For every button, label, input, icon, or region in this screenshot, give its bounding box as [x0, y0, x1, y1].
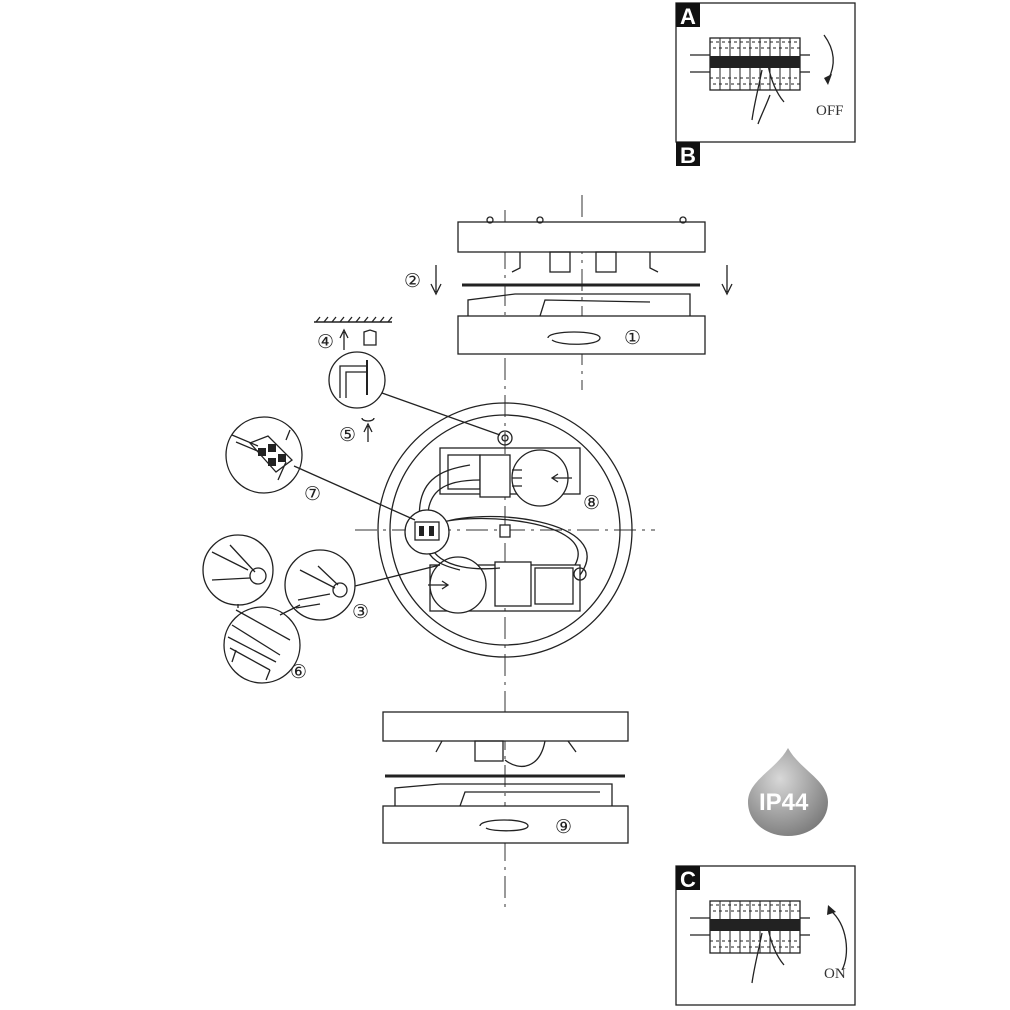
fixture-exploded-top	[430, 216, 733, 355]
panel-b-label: B	[680, 143, 696, 168]
wall-plug-icon	[363, 329, 377, 346]
step-3-label: ③	[352, 601, 369, 623]
step-4-label: ④	[317, 331, 334, 353]
down-arrow-icon	[721, 265, 733, 296]
step-8-label: ⑧	[583, 492, 600, 514]
bulb-icon	[504, 740, 546, 768]
panel-a-label-box	[676, 3, 700, 27]
switch-off-text: OFF	[816, 103, 844, 119]
down-arrow-icon	[430, 265, 442, 296]
step-1-label: ①	[624, 327, 641, 349]
panel-a-switch-off: A OFF	[675, 2, 856, 143]
step-2-label: ②	[404, 270, 421, 292]
turn-off-arrow-icon	[823, 34, 834, 81]
step-9-label: ⑨	[555, 816, 572, 838]
panel-c-switch-on: C ON	[675, 865, 856, 1006]
ip44-text: IP44	[759, 789, 809, 816]
ip44-badge: IP44	[748, 748, 828, 836]
fixture-exploded-bottom	[382, 711, 629, 844]
ceiling-mount-detail	[314, 316, 501, 442]
up-arrow-icon	[339, 328, 349, 350]
panel-c-label: C	[680, 867, 696, 892]
rotate-arrow-icon	[547, 331, 601, 345]
circuit-breaker-icon	[709, 37, 801, 91]
hand-icon	[751, 64, 785, 125]
panel-b-label-box	[676, 142, 700, 166]
switch-on-text: ON	[824, 966, 846, 982]
screw-icon	[363, 422, 373, 442]
rotate-arrow-icon	[479, 819, 529, 832]
step-5-label: ⑤	[339, 424, 356, 446]
panel-a-label: A	[680, 4, 696, 29]
screw-detail-circle	[328, 351, 386, 409]
cable-entry-detail	[202, 534, 441, 684]
turn-on-arrow-icon	[829, 909, 848, 971]
circuit-breaker-icon	[709, 900, 801, 954]
step-7-label: ⑦	[304, 483, 321, 505]
terminal-detail-circle	[225, 416, 416, 521]
hand-icon	[751, 927, 785, 984]
fixture-base-top-view	[377, 402, 633, 658]
panel-c-label-box	[676, 866, 700, 890]
step-6-label: ⑥	[290, 661, 307, 683]
